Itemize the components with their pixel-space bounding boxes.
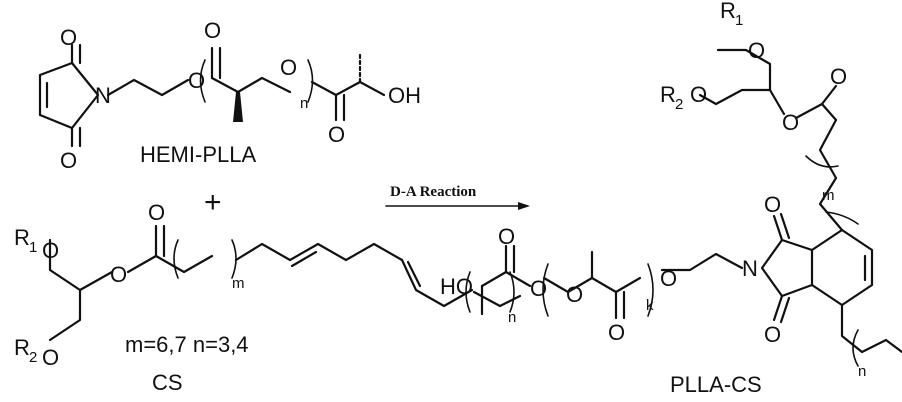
reaction-arrow-head <box>518 202 530 210</box>
atom-o-ester2: O <box>280 55 297 80</box>
product-carbonyl-bond <box>820 84 838 106</box>
product-repeat-n: n <box>858 363 866 380</box>
product-atom-o-r2: O <box>690 82 707 107</box>
atom-o-bottom: O <box>60 148 77 173</box>
atom-o-top: O <box>60 25 77 50</box>
cs-paren-n-left <box>465 271 471 313</box>
product-repeat-k: k <box>646 297 654 314</box>
product-r1: R <box>720 0 736 23</box>
atom-n-imide: N <box>95 83 111 108</box>
product-chain-m <box>818 118 844 232</box>
product-atom-o-carbonyl: O <box>830 64 847 89</box>
product-paren-n-left <box>852 329 859 367</box>
product-name: PLLA-CS <box>670 372 762 397</box>
product-atom-o-imide-bottom: O <box>764 322 781 347</box>
product-r2: R <box>660 82 676 107</box>
product-atom-o-chain-carbonyl2: O <box>498 224 515 249</box>
product-atom-n-imide: N <box>742 256 758 281</box>
product-atom-o-chain-carbonyl1: O <box>608 320 625 345</box>
cs-r1: R <box>14 225 30 250</box>
cs-r1-sub: 1 <box>29 239 37 256</box>
product-glycerol-top <box>716 48 772 92</box>
repeat-paren-left <box>199 59 206 103</box>
product-alkyl-tail <box>840 303 902 354</box>
product-repeat-m: m <box>822 187 835 204</box>
plla-cs-structure: R 1 O R 2 O O O m O N O O k O O O O HO n… <box>440 0 902 397</box>
product-ester-o-bond <box>768 88 786 116</box>
repeat-label-n: n <box>300 95 308 112</box>
cs-paren-n-right <box>509 271 515 313</box>
cs-atom-o-ester: O <box>110 262 127 287</box>
imide-carbonyl-top-2 <box>779 212 791 240</box>
imide-ring <box>760 238 814 298</box>
cs-atom-o-carbonyl: O <box>148 200 165 225</box>
plus-sign: + <box>204 186 222 219</box>
imide-carbonyl-top <box>772 214 784 242</box>
reaction-label: D-A Reaction <box>390 184 477 200</box>
atom-o-carbonyl2: O <box>328 122 345 147</box>
product-chain-start <box>480 270 532 288</box>
product-atom-o-chain1: O <box>566 282 583 307</box>
glycerol-ester-bond <box>78 270 114 292</box>
product-atom-o-link: O <box>660 266 677 291</box>
product-glycerol-left <box>698 88 772 106</box>
atom-o-carbonyl1: O <box>204 18 221 43</box>
cs-r2: R <box>14 335 30 360</box>
double-bond-2 <box>406 260 422 288</box>
product-plla-chain <box>542 276 642 294</box>
plla-chain-1 <box>210 76 292 94</box>
fatty-chain-1 <box>126 254 214 274</box>
cs-paren-m-right <box>231 239 237 279</box>
cs-atom-o-r2: O <box>42 345 59 370</box>
product-paren-k-right <box>647 263 654 317</box>
product-atom-o-chain2: O <box>530 276 547 301</box>
atom-oh: OH <box>388 83 421 108</box>
imide-carbonyl-bottom-2 <box>779 296 791 324</box>
cs-atom-o-r1: O <box>42 238 59 263</box>
ethyl-linker <box>106 78 190 97</box>
plla-chain-2 <box>310 80 386 97</box>
product-r2-sub: 2 <box>675 96 683 113</box>
product-ester-bond <box>794 102 838 122</box>
hemi-plla-structure: O O N O O O n O OH HEMI-PLLA <box>38 18 421 173</box>
reactant1-name: HEMI-PLLA <box>140 142 256 167</box>
reactant2-name: CS <box>152 370 183 395</box>
cs-repeat-values: m=6,7 n=3,4 <box>125 332 249 357</box>
repeat-paren-right <box>307 59 314 103</box>
product-paren-k-left <box>542 263 549 317</box>
product-paren-m-left <box>805 155 839 168</box>
cs-repeat-m: m <box>232 275 245 292</box>
cyclohexene-ring <box>810 228 874 307</box>
fatty-chain-2 <box>234 242 404 262</box>
product-paren-m-right <box>825 211 859 225</box>
product-atom-ho: HO <box>440 274 473 299</box>
product-atom-o-ester: O <box>782 110 799 135</box>
maleimide-ring <box>38 61 100 130</box>
atom-o-ester1: O <box>188 68 205 93</box>
cs-structure: R 1 O R 2 O O O m n m=6,7 n=3,4 CS <box>14 200 522 395</box>
cs-repeat-n: n <box>508 309 516 326</box>
reaction-arrow-group: D-A Reaction <box>385 184 530 210</box>
imide-carbonyl-bottom <box>772 294 784 322</box>
product-n-linker <box>660 252 744 272</box>
product-atom-o-r1: O <box>748 38 765 63</box>
product-r1-sub: 1 <box>735 12 743 29</box>
cs-r2-sub: 2 <box>29 349 37 366</box>
product-atom-o-imide-top: O <box>764 192 781 217</box>
double-bond-1 <box>290 250 318 268</box>
wedge-bond-1 <box>233 92 243 122</box>
cs-paren-m-left <box>173 239 179 279</box>
fatty-chain-3 <box>400 258 474 308</box>
